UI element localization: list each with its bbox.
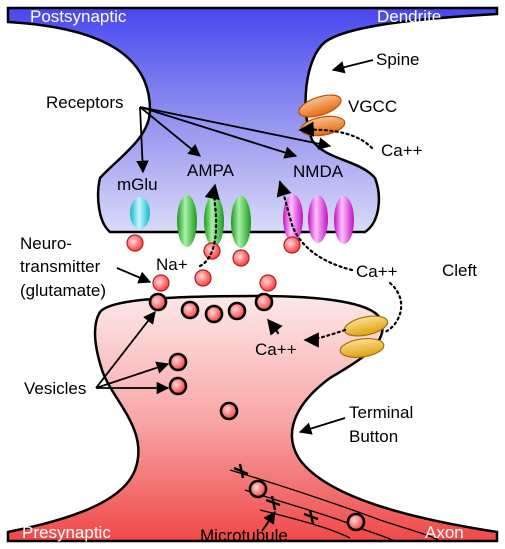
label-receptors: Receptors [46, 93, 123, 112]
label-axon: Axon [425, 523, 464, 542]
label-vgcc: VGCC [348, 97, 397, 116]
vgcc-channel-presynaptic [339, 337, 385, 359]
vesicles-arrow [95, 361, 170, 389]
label-ca-mid: Ca++ [356, 262, 398, 281]
microtubule-line [229, 469, 441, 542]
label-vesicles: Vesicles [24, 379, 86, 398]
dendrite-spine [6, 6, 499, 234]
label-ca-bottom: Ca++ [255, 340, 297, 359]
nmda-receptor [308, 195, 328, 243]
label-neurotransmitter-2: transmitter [20, 257, 101, 276]
label-postsynaptic: Postsynaptic [30, 7, 127, 26]
terminal-arrow [298, 417, 346, 435]
neurotransmitter-molecules [126, 234, 301, 292]
receptors-arrow [139, 106, 298, 159]
ampa-receptor [204, 195, 224, 247]
receptors-arrow [136, 106, 149, 174]
spine-arrow [331, 59, 374, 74]
ca-flow-presynaptic-in [383, 281, 403, 334]
label-spine: Spine [376, 50, 419, 69]
ca-flow-vgcc [298, 121, 374, 150]
label-na: Na+ [156, 255, 188, 274]
nmda-receptor [334, 196, 354, 244]
ampa-receptor [231, 196, 251, 248]
label-terminal-1: Terminal [349, 403, 413, 422]
label-ca-top: Ca++ [381, 141, 423, 160]
mglu-receptor [130, 197, 150, 229]
label-nmda: NMDA [293, 162, 344, 181]
label-ampa: AMPA [187, 161, 235, 180]
label-neurotransmitter-3: (glutamate) [20, 281, 106, 300]
label-cleft: Cleft [442, 261, 477, 280]
label-neurotransmitter-1: Neuro- [20, 234, 72, 253]
ampa-receptor [177, 195, 197, 247]
label-presynaptic: Presynaptic [22, 523, 111, 542]
label-terminal-2: Button [349, 427, 398, 446]
ca-flow-terminal [266, 318, 283, 336]
vesicles [148, 292, 366, 532]
presynaptic-terminal [6, 294, 499, 543]
label-mglu: mGlu [117, 175, 158, 194]
na-flow [198, 183, 220, 268]
neurotransmitter-arrow [116, 267, 152, 284]
receptors-arrow [139, 106, 332, 150]
label-microtubule: Microtubule [200, 526, 288, 545]
nmda-receptor [283, 194, 303, 242]
motor-mark [233, 463, 319, 525]
receptors-arrow [139, 106, 201, 157]
ca-flow-presynaptic [303, 328, 347, 348]
label-dendrite: Dendrite [377, 7, 441, 26]
microtubule-arrow [261, 510, 276, 532]
vgcc-channel [298, 94, 342, 118]
ca-flow-nmda [276, 180, 354, 272]
vesicles-arrow [95, 311, 156, 389]
